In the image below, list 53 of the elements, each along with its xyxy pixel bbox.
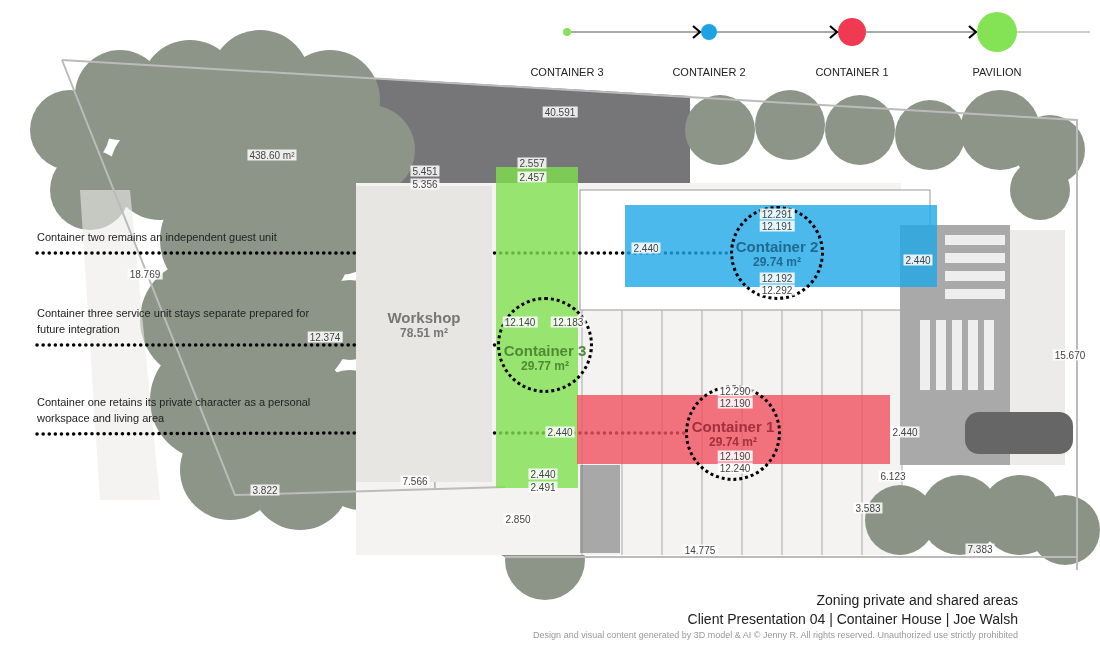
- zone-label: Container 2: [735, 238, 819, 255]
- dimension-label: 12.240: [717, 462, 753, 474]
- dimension-label: 40.591: [542, 106, 578, 118]
- area-label: 29.74 m²: [753, 255, 801, 270]
- dimension-label: 12.192: [759, 272, 795, 284]
- dimension-label: 3.583: [853, 502, 883, 514]
- dot-caption: CONTAINER 1: [815, 65, 889, 80]
- zone-label: Container 3: [503, 342, 587, 359]
- dimension-label: 2.440: [890, 426, 920, 438]
- dimension-label: 5.356: [410, 178, 440, 190]
- dimension-label: 18.769: [127, 268, 163, 280]
- dimension-label: 12.290: [717, 385, 753, 397]
- dimension-label: 2.440: [903, 254, 933, 266]
- dimension-label: 438.60 m²: [247, 149, 297, 161]
- dimension-label: 12.191: [759, 220, 795, 232]
- zone-label: Container 1: [691, 418, 775, 435]
- dimension-label: 2.440: [545, 426, 575, 438]
- dimension-label: 12.190: [717, 397, 753, 409]
- dimension-label: 5.451: [410, 165, 440, 177]
- dimension-label: 2.457: [517, 171, 547, 183]
- dimension-label: 14.775: [682, 544, 718, 556]
- dot-caption: CONTAINER 3: [530, 65, 604, 80]
- flow-arrow: [716, 24, 839, 40]
- dot-caption: CONTAINER 2: [672, 65, 746, 80]
- zone-label: Workshop: [387, 309, 461, 326]
- flow-arrow: [570, 24, 702, 40]
- dimension-label: 7.383: [965, 543, 995, 555]
- title: Zoning private and shared areas: [816, 591, 1018, 609]
- dimension-label: 2.440: [631, 242, 661, 254]
- dimension-label: 3.822: [250, 484, 280, 496]
- dimension-label: 12.292: [759, 284, 795, 296]
- dimension-label: 12.183: [550, 316, 586, 328]
- dimension-label: 2.850: [503, 513, 533, 525]
- area-label: 29.77 m²: [521, 359, 569, 374]
- dimension-label: 12.291: [759, 208, 795, 220]
- dimension-label: 2.491: [528, 481, 558, 493]
- dimension-label: 7.566: [400, 475, 430, 487]
- container-zone: [577, 395, 890, 464]
- annotation-text: Container two remains an independent guest unit: [37, 230, 278, 245]
- flow-arrow: [865, 24, 978, 40]
- copyright-note: Design and visual content generated by 3D model & AI © Jenny R. All rights reserved. Unauthorized use strictly prohibited: [533, 629, 1018, 642]
- subtitle: Client Presentation 04 | Container House | Joe Walsh: [687, 610, 1018, 629]
- dimension-label: 12.140: [502, 316, 538, 328]
- dimension-label: 2.440: [528, 468, 558, 480]
- dimension-label: 6.123: [878, 470, 908, 482]
- dimension-label: 15.670: [1052, 349, 1088, 361]
- dot-caption: PAVILION: [972, 65, 1022, 80]
- dimension-label: 12.190: [717, 450, 753, 462]
- area-label: 78.51 m²: [400, 326, 448, 341]
- dimension-label: 2.557: [517, 157, 547, 169]
- area-label: 29.74 m²: [709, 435, 757, 450]
- dimension-label: 12.374: [307, 331, 343, 343]
- container-zone: [625, 205, 937, 287]
